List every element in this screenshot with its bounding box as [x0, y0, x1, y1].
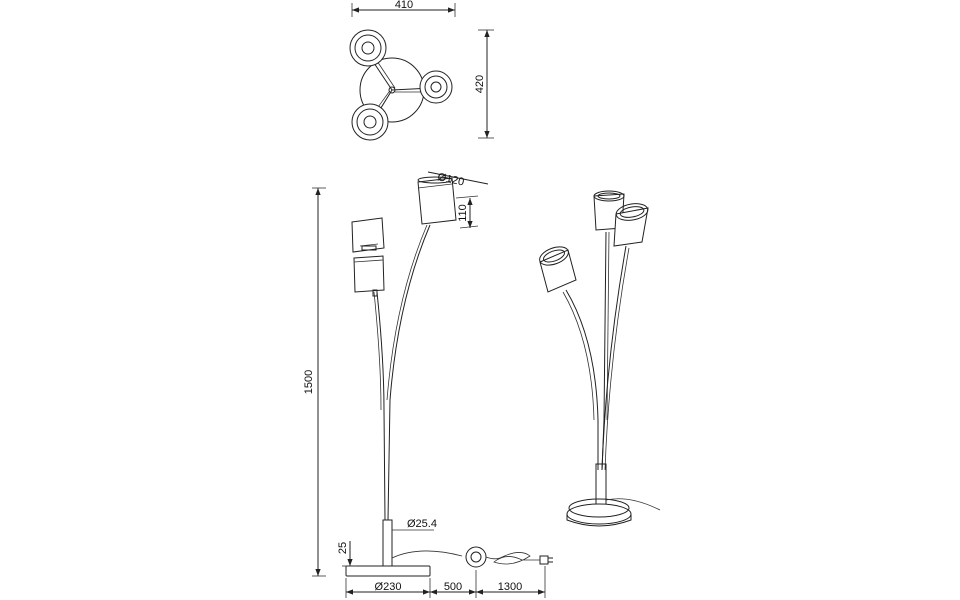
shade-height-label: 110 — [457, 204, 469, 222]
height-label: 1500 — [303, 370, 315, 394]
arm-left-perspective — [565, 289, 599, 470]
shade-perspective-3 — [613, 203, 649, 247]
base-front — [345, 565, 431, 577]
front-view: 1500 Ø120 — [303, 171, 553, 598]
shade-perspective-1 — [539, 246, 577, 293]
plug — [539, 555, 549, 565]
stem — [382, 519, 393, 567]
stem-perspective — [595, 463, 607, 511]
shade-top-1 — [349, 29, 387, 67]
shade-front-2 — [353, 255, 385, 297]
shade-top-3 — [351, 103, 389, 141]
perspective-view — [539, 190, 661, 527]
cable-perspective — [605, 498, 661, 511]
shade-front-3 — [417, 176, 457, 225]
shade-diameter-label: Ø120 — [436, 171, 465, 188]
base-diameter-label: Ø230 — [375, 581, 402, 593]
cable-to-switch — [391, 550, 463, 559]
switch-to-plug-label: 1300 — [498, 581, 522, 593]
cable-to-switch-label: 500 — [444, 581, 462, 593]
width-label: 410 — [395, 0, 413, 11]
arm-right-perspective — [601, 245, 627, 471]
stem-diameter-label: Ø25.4 — [407, 518, 437, 530]
foot-switch — [465, 546, 487, 568]
arm-right-front — [387, 224, 431, 521]
shade-diameter-leader — [427, 171, 489, 185]
depth-label: 420 — [474, 75, 486, 93]
shade-top-2 — [419, 70, 453, 104]
cable-coil — [485, 552, 540, 565]
top-view: 410 420 — [349, 0, 494, 141]
arm-left-front — [376, 291, 386, 521]
base-height-label: 25 — [337, 542, 349, 554]
shade-front-1 — [351, 217, 385, 253]
